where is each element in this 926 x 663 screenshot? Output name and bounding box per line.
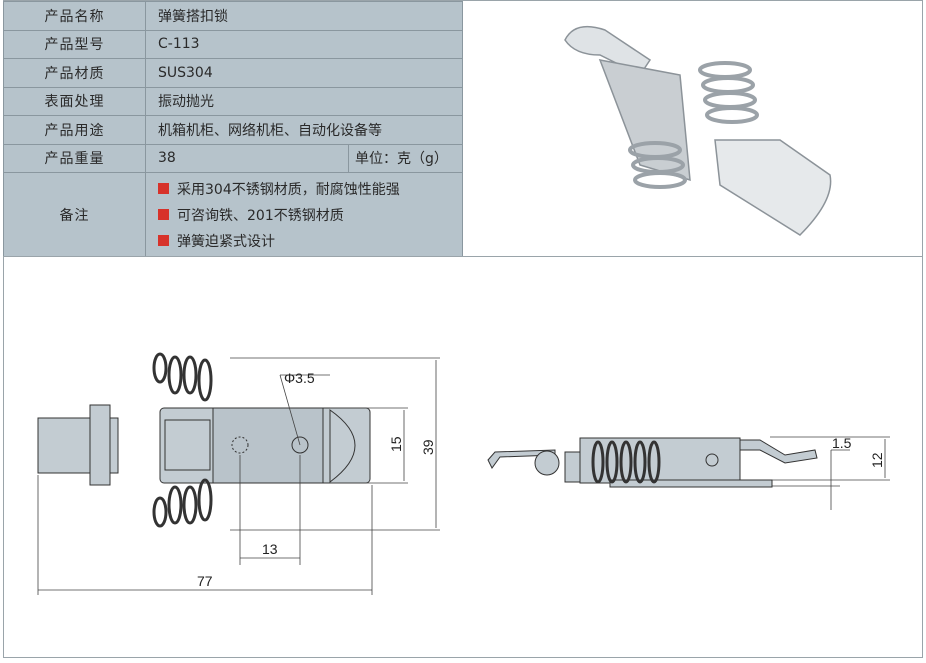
divider: [3, 256, 923, 257]
row-value: 机箱机柜、网络机柜、自动化设备等: [145, 115, 463, 145]
notes-row: 备注 采用304不锈钢材质，耐腐蚀性能强 可咨询铁、201不锈钢材质 弹簧迫紧式…: [3, 172, 463, 257]
row-value: SUS304: [145, 58, 463, 88]
bullet-icon: [158, 209, 169, 220]
dim-15-label: 15: [388, 436, 404, 452]
row-label: 产品型号: [3, 29, 146, 59]
table-row: 产品用途机箱机柜、网络机柜、自动化设备等: [3, 115, 463, 145]
note-item: 弹簧迫紧式设计: [158, 228, 450, 254]
table-row: 表面处理振动抛光: [3, 86, 463, 116]
bullet-icon: [158, 183, 169, 194]
notes-label: 备注: [3, 172, 146, 257]
side-view-drawing: [487, 437, 818, 488]
dim-39-label: 39: [420, 439, 436, 455]
row-label: 产品用途: [3, 115, 146, 145]
note-text: 可咨询铁、201不锈钢材质: [177, 207, 344, 224]
dimension-lines: [37, 357, 890, 595]
row-value: 振动抛光: [145, 86, 463, 116]
dim-77-label: 77: [197, 573, 213, 589]
bullet-icon: [158, 235, 169, 246]
row-label: 产品重量: [3, 143, 146, 173]
top-view-drawing: [37, 352, 371, 528]
weight-unit: 单位：克（g）: [348, 143, 463, 173]
note-text: 弹簧迫紧式设计: [177, 233, 275, 250]
notes-list: 采用304不锈钢材质，耐腐蚀性能强 可咨询铁、201不锈钢材质 弹簧迫紧式设计: [145, 172, 463, 257]
dim-12-label: 12: [869, 452, 885, 468]
dim-13-label: 13: [262, 541, 278, 557]
page-frame: [3, 0, 923, 658]
hole-diameter-label: Φ3.5: [284, 370, 315, 386]
note-text: 采用304不锈钢材质，耐腐蚀性能强: [177, 181, 400, 198]
product-photo: [564, 25, 832, 236]
note-item: 采用304不锈钢材质，耐腐蚀性能强: [158, 176, 450, 202]
dim-1-5-label: 1.5: [832, 435, 852, 451]
note-item: 可咨询铁、201不锈钢材质: [158, 202, 450, 228]
